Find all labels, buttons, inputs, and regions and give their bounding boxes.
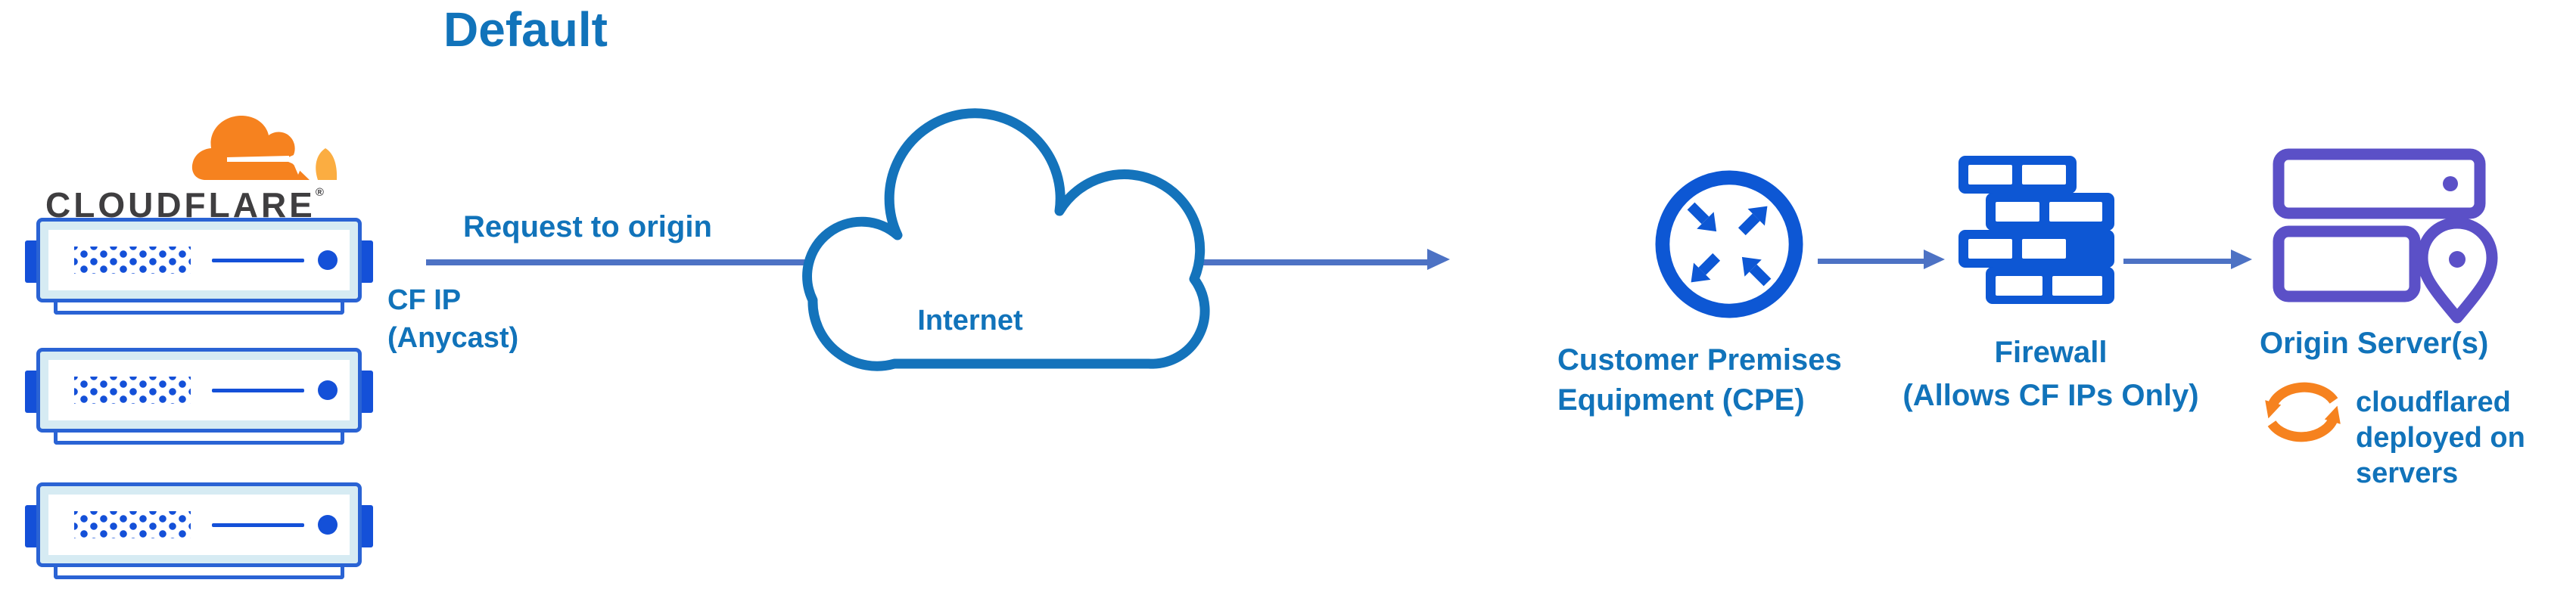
server-vent-dots: [74, 377, 191, 404]
server-front-panel: [48, 495, 350, 555]
cloudflare-server-icon: [25, 218, 373, 316]
origin-server-label: Origin Server(s): [2260, 327, 2489, 360]
cf-ip-line1: CF IP: [387, 284, 462, 316]
cloudflared-note-line3: servers: [2356, 457, 2459, 489]
server-slot-line: [212, 523, 304, 527]
firewall-bricks: [1968, 165, 2102, 296]
server-slot-line: [212, 388, 304, 392]
page-title: Default: [443, 2, 608, 57]
cpe-router-icon: [1655, 170, 1803, 318]
cloudflare-server-icon: [25, 348, 373, 446]
server-body: [36, 482, 362, 567]
arrow-right-icon: [2231, 250, 2252, 269]
server-body: [36, 348, 362, 433]
sync-arc-top: [2265, 382, 2338, 419]
cloudflare-logo-icon: [191, 115, 338, 180]
origin-rack-top: [2273, 148, 2486, 219]
sync-icon: [2265, 382, 2341, 442]
cpe-label: Customer Premises Equipment (CPE): [1557, 340, 1842, 420]
cloudflared-note-line2: deployed on: [2356, 422, 2525, 454]
registered-mark: ®: [315, 186, 324, 199]
internet-label: Internet: [917, 305, 1023, 336]
server-front-panel: [48, 360, 350, 420]
internet-cloud-icon: [802, 108, 1210, 371]
arrow-right-icon: [1924, 250, 1945, 269]
server-power-dot: [318, 515, 338, 535]
server-slot-line: [212, 258, 304, 262]
request-to-origin-label: Request to origin: [463, 210, 712, 243]
cloudflare-cloud-shape: [191, 115, 310, 180]
cloudflare-sun-shape: [316, 148, 338, 180]
origin-rack-bottom: [2273, 225, 2421, 302]
router-ring: [1655, 170, 1803, 318]
sync-arc-bottom: [2267, 405, 2341, 442]
location-pin-icon: [2416, 217, 2498, 324]
flow-line: [2123, 259, 2231, 264]
cf-ip-anycast-label: CF IP (Anycast): [387, 281, 518, 357]
server-power-dot: [318, 250, 338, 270]
firewall-label-line2: (Allows CF IPs Only): [1902, 379, 2199, 412]
server-right-tab: [358, 505, 373, 547]
cloud-outline: [802, 108, 1210, 371]
arrow-right-icon: [1427, 249, 1450, 270]
cpe-label-line2: Equipment (CPE): [1557, 383, 1805, 417]
server-front-panel: [48, 230, 350, 290]
firewall-icon: [1958, 156, 2114, 304]
cloudflare-server-icon: [25, 482, 373, 581]
server-right-tab: [358, 371, 373, 413]
firewall-label-line1: Firewall: [1994, 336, 2108, 369]
server-vent-dots: [74, 511, 191, 538]
cpe-label-line1: Customer Premises: [1557, 343, 1842, 377]
origin-rack-top-led: [2443, 176, 2458, 191]
server-power-dot: [318, 380, 338, 400]
firewall-label: Firewall (Allows CF IPs Only): [1869, 331, 2232, 417]
flow-line: [1818, 259, 1924, 264]
cloudflared-note: cloudflared deployed on servers: [2356, 385, 2525, 492]
logo-slash: [227, 156, 289, 162]
origin-server-icon: [2273, 148, 2498, 324]
server-right-tab: [358, 240, 373, 283]
server-vent-dots: [74, 247, 191, 274]
server-body: [36, 218, 362, 302]
cf-ip-line2: (Anycast): [387, 322, 519, 354]
location-pin-dot: [2449, 251, 2466, 268]
cloudflared-note-line1: cloudflared: [2356, 386, 2511, 418]
logo-sparkle: [283, 144, 313, 175]
